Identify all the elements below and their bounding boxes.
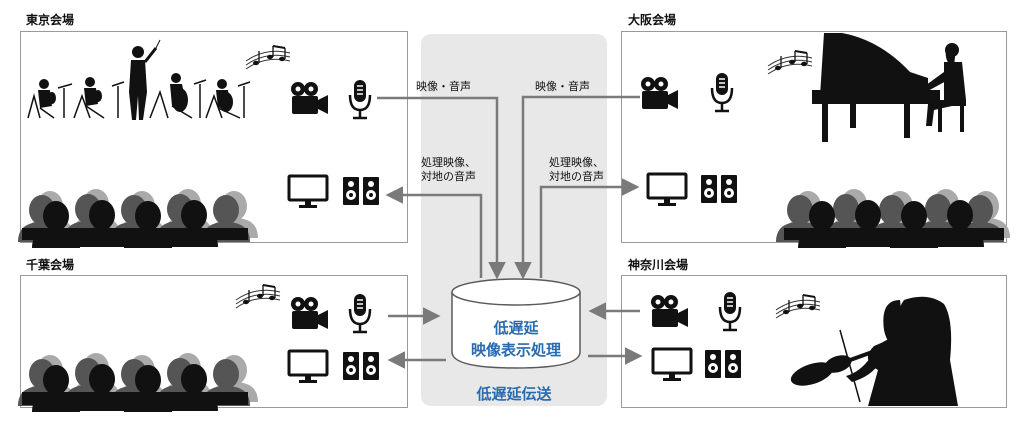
osaka-processed-line2: 対地の音声 (549, 170, 604, 183)
tokyo-processed-line1: 処理映像、 (421, 156, 476, 169)
music-notes-icon (235, 284, 281, 309)
music-notes-icon (767, 50, 813, 75)
osaka-processed-arrow (539, 178, 640, 278)
piano-player-silhouette (812, 33, 966, 142)
osaka-venue-label: 大阪会場 (628, 13, 677, 27)
low-latency-transport-label: 低遅延伝送 (476, 385, 552, 403)
chiba-venue-label: 千葉会場 (26, 258, 75, 272)
speaker-icon (343, 352, 379, 380)
db-label-line1: 低遅延 (493, 319, 539, 337)
video-camera-icon (641, 77, 678, 109)
video-camera-icon (291, 82, 328, 114)
tokyo-av-label: 映像・音声 (416, 80, 471, 93)
monitor-icon (651, 347, 693, 383)
tokyo-av-arrow (377, 96, 506, 280)
chiba-audience-silhouette (18, 353, 258, 412)
microphone-icon (348, 292, 372, 334)
kanagawa-venue-label: 神奈川会場 (628, 258, 689, 272)
music-notes-icon (245, 45, 291, 70)
osaka-processed-label: 処理映像、 対地の音声 (549, 156, 604, 184)
monitor-icon (287, 174, 329, 210)
tokyo-venue-label: 東京会場 (26, 13, 75, 27)
video-camera-icon (651, 295, 688, 327)
osaka-processed-line1: 処理映像、 (549, 156, 604, 169)
music-notes-icon (775, 294, 821, 319)
speaker-icon (705, 350, 741, 378)
tokyo-processed-line2: 対地の音声 (421, 170, 476, 183)
violinist-silhouette (790, 296, 958, 406)
speaker-icon (701, 175, 737, 203)
tokyo-processed-arrow (385, 186, 483, 278)
osaka-audience-silhouette (776, 189, 1010, 248)
osaka-av-arrow (514, 95, 640, 280)
video-camera-icon (291, 297, 328, 329)
db-label-line2: 映像表示処理 (470, 341, 561, 359)
osaka-av-label: 映像・音声 (535, 80, 590, 93)
tokyo-processed-label: 処理映像、 対地の音声 (396, 156, 476, 184)
tokyo-audience-silhouette (18, 189, 258, 248)
low-latency-processing-database (451, 278, 581, 369)
monitor-icon (287, 349, 329, 385)
speaker-icon (343, 177, 379, 205)
monitor-icon (646, 172, 688, 208)
microphone-icon (710, 71, 734, 113)
microphone-icon (348, 78, 372, 120)
microphone-icon (718, 290, 742, 332)
orchestra-silhouette (27, 39, 251, 120)
